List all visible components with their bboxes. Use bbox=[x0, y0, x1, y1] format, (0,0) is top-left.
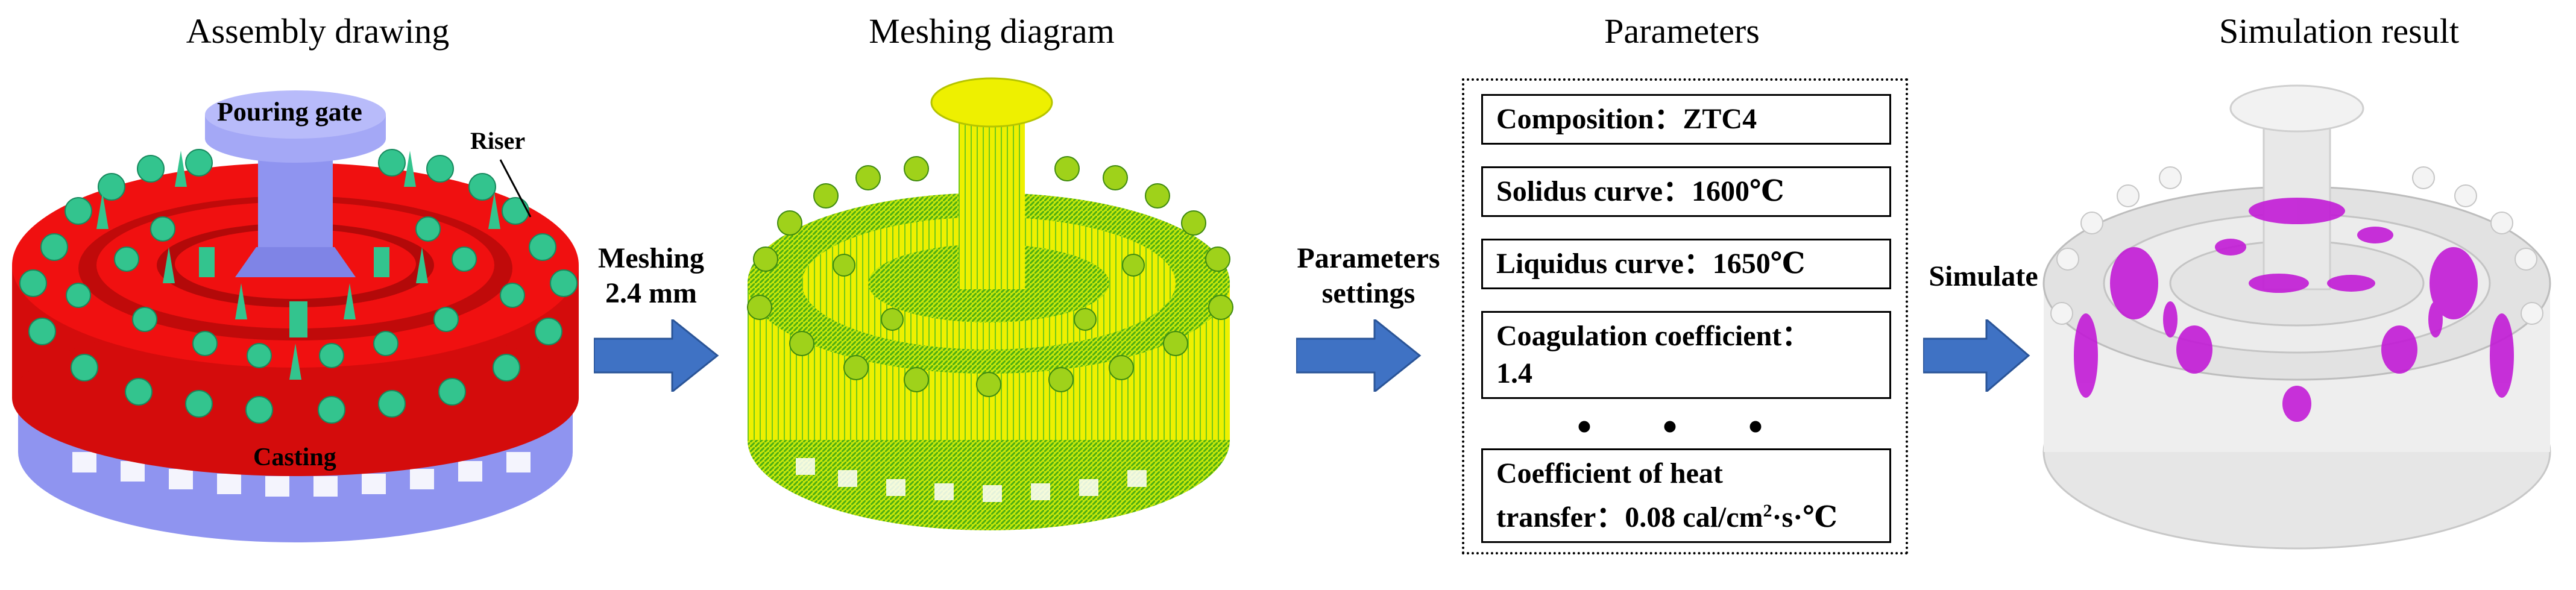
arrow-label-meshing-line1: Meshing bbox=[597, 242, 704, 274]
param-coagulation-line1: Coagulation coefficient： bbox=[1496, 320, 1811, 352]
arrow-right-icon bbox=[1296, 319, 1422, 392]
arrow-right-icon bbox=[1923, 319, 2030, 392]
param-heat-transfer-coefficient: Coefficient of heat transfer：0.08 cal/cm… bbox=[1481, 448, 1891, 543]
param-heat-line2-suffix: ·s·℃ bbox=[1772, 501, 1838, 533]
heading-simulation-result: Simulation result bbox=[2219, 11, 2459, 51]
meshing-diagram-illustration bbox=[747, 77, 1233, 530]
heading-meshing-diagram: Meshing diagram bbox=[869, 11, 1115, 51]
assembly-risers bbox=[19, 149, 578, 424]
param-coagulation-coefficient: Coagulation coefficient： 1.4 bbox=[1481, 311, 1891, 399]
param-coagulation-line2: 1.4 bbox=[1496, 357, 1532, 389]
label-pouring-gate: Pouring gate bbox=[217, 97, 362, 127]
simulation-result-illustration bbox=[2042, 84, 2551, 550]
sim-risers bbox=[2050, 166, 2543, 325]
mesh-pouring-gate bbox=[959, 102, 1025, 289]
param-solidus-curve: Solidus curve：1600℃ bbox=[1481, 166, 1891, 217]
param-heat-line1: Coefficient of heat bbox=[1496, 457, 1723, 489]
param-composition: Composition：ZTC4 bbox=[1481, 94, 1891, 145]
arrow-label-meshing-line2: 2.4 mm bbox=[605, 277, 697, 309]
assembly-drawing-illustration bbox=[12, 90, 579, 542]
parameters-box: Composition：ZTC4 Solidus curve：1600℃ Liq… bbox=[1462, 78, 1908, 554]
arrow-label-params-line2: settings bbox=[1321, 277, 1416, 309]
heading-parameters: Parameters bbox=[1604, 11, 1760, 51]
mesh-risers bbox=[747, 156, 1233, 397]
heading-assembly-drawing: Assembly drawing bbox=[186, 11, 450, 51]
param-heat-superscript: 2 bbox=[1763, 501, 1772, 521]
arrow-label-params-line1: Parameters bbox=[1297, 242, 1440, 274]
arrow-label-meshing: Meshing 2.4 mm bbox=[579, 241, 723, 311]
riser-pointer-line bbox=[499, 159, 532, 218]
param-heat-line2-prefix: transfer：0.08 cal/cm bbox=[1496, 501, 1763, 533]
param-heat-line2: transfer：0.08 cal/cm2·s·℃ bbox=[1496, 492, 1876, 536]
arrow-label-parameters-settings: Parameters settings bbox=[1278, 241, 1459, 311]
arrow-label-simulate: Simulate bbox=[1929, 260, 2038, 292]
param-liquidus-curve: Liquidus curve：1650℃ bbox=[1481, 239, 1891, 289]
sim-shrinkage-defects bbox=[2074, 198, 2514, 422]
label-casting: Casting bbox=[253, 444, 336, 471]
label-riser: Riser bbox=[470, 127, 526, 154]
arrow-right-icon bbox=[594, 319, 719, 392]
param-ellipsis: • • • bbox=[1576, 404, 1793, 450]
